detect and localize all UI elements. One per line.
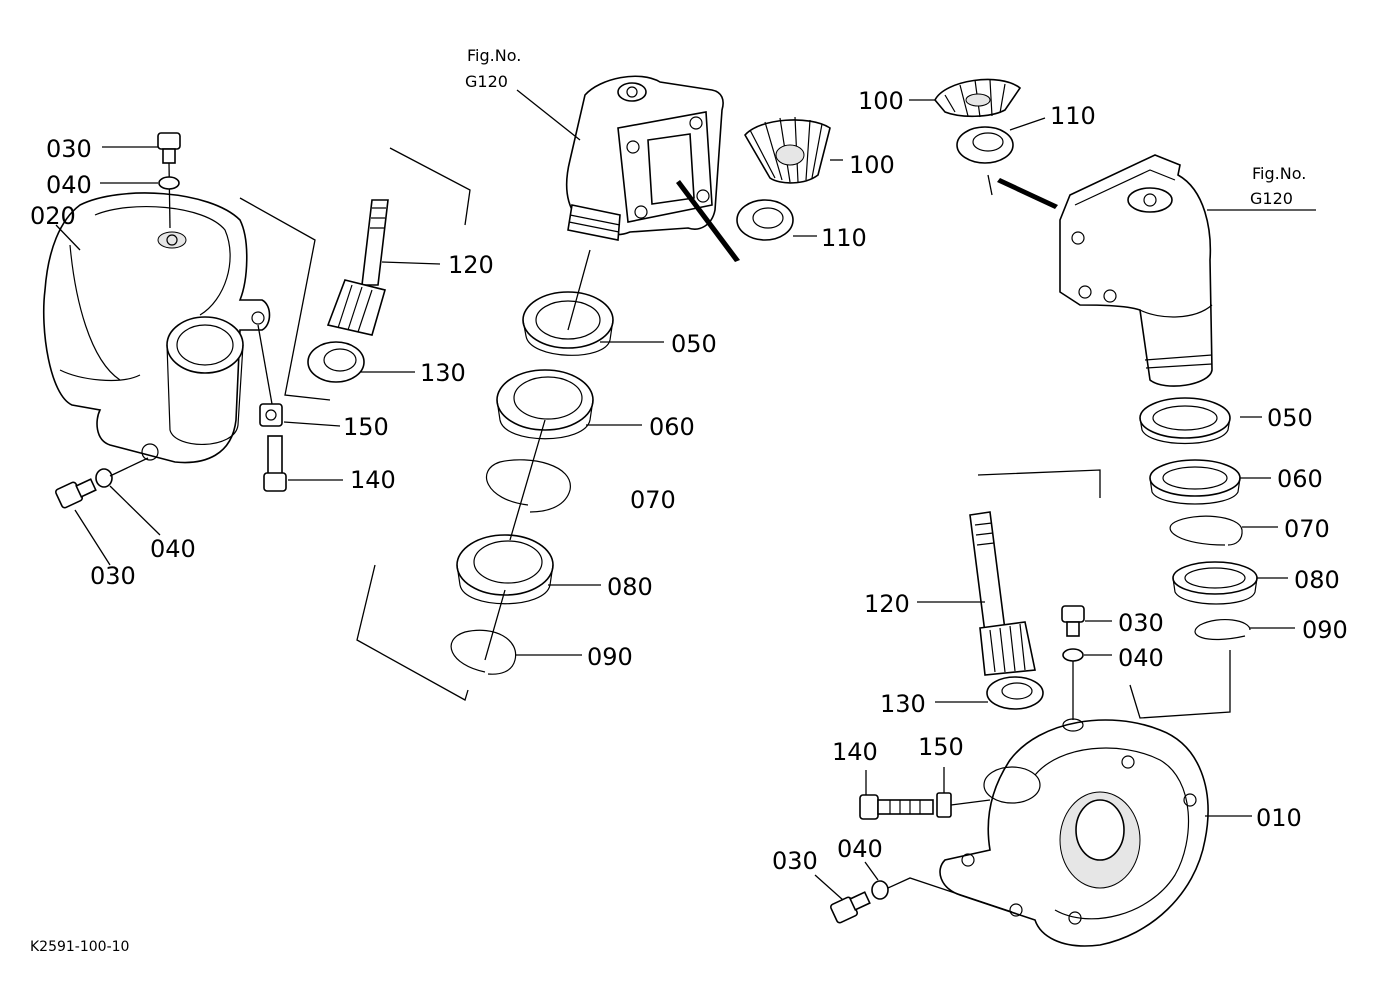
callout-050: 050 bbox=[671, 330, 717, 358]
gear-case-020 bbox=[42, 192, 271, 464]
callout-030: 030 bbox=[90, 562, 136, 590]
oil-seal-050-middle bbox=[522, 291, 614, 356]
callout-120: 120 bbox=[864, 590, 910, 618]
callout-150: 150 bbox=[343, 413, 389, 441]
fig-ref-1-line1: Fig.No. bbox=[467, 46, 521, 65]
callout-080: 080 bbox=[1294, 566, 1340, 594]
oil-seal-050-right bbox=[1139, 397, 1231, 444]
bolt-140-right bbox=[859, 794, 934, 820]
callout-080: 080 bbox=[607, 573, 653, 601]
nut-150-right bbox=[936, 792, 952, 818]
bolt-030-right-top bbox=[1061, 605, 1085, 637]
nut-150 bbox=[259, 403, 283, 427]
washer-040-right-top bbox=[1062, 648, 1084, 662]
callout-130: 130 bbox=[880, 690, 926, 718]
callout-060: 060 bbox=[649, 413, 695, 441]
callout-070: 070 bbox=[630, 486, 676, 514]
snap-ring-090-middle bbox=[450, 629, 517, 675]
snap-ring-070-middle bbox=[485, 459, 571, 513]
right-bevel-gears bbox=[909, 78, 1058, 209]
callout-140: 140 bbox=[350, 466, 396, 494]
callout-020: 020 bbox=[30, 202, 76, 230]
callout-070: 070 bbox=[1284, 515, 1330, 543]
callout-140: 140 bbox=[832, 738, 878, 766]
callout-150: 150 bbox=[918, 733, 964, 761]
figure-code: K2591-100-10 bbox=[30, 939, 129, 955]
callout-060: 060 bbox=[1277, 465, 1323, 493]
arrow-to-gears bbox=[676, 180, 740, 262]
pinion-shaft-120-right bbox=[969, 511, 1036, 676]
callout-110: 110 bbox=[821, 224, 867, 252]
bevel-case-right bbox=[1059, 154, 1213, 387]
bearing-080-right bbox=[1172, 561, 1258, 605]
fig-ref-1-line2: G120 bbox=[465, 72, 508, 91]
callout-030: 030 bbox=[46, 135, 92, 163]
bearing-110-middle bbox=[736, 199, 794, 241]
callout-040: 040 bbox=[1118, 644, 1164, 672]
bearing-080-middle bbox=[456, 534, 554, 605]
snap-ring-090-right bbox=[1194, 618, 1251, 641]
callout-040: 040 bbox=[150, 535, 196, 563]
callout-040: 040 bbox=[837, 835, 883, 863]
right-gear-case-assembly bbox=[814, 154, 1316, 947]
fig-ref-2-line2: G120 bbox=[1250, 189, 1293, 208]
bearing-110-right bbox=[956, 126, 1014, 164]
callout-010: 010 bbox=[1256, 804, 1302, 832]
bolt-140 bbox=[263, 435, 287, 492]
callout-110: 110 bbox=[1050, 102, 1096, 130]
bolt-030-top bbox=[157, 132, 181, 229]
bearing-060-middle bbox=[496, 369, 594, 440]
callout-100: 100 bbox=[849, 151, 895, 179]
bolt-030-right-bottom bbox=[829, 891, 871, 924]
washer-040-top bbox=[158, 176, 180, 190]
bearing-130-right bbox=[986, 676, 1044, 710]
bevel-case-middle bbox=[565, 75, 724, 241]
bearing-060-right bbox=[1149, 459, 1241, 505]
callout-030: 030 bbox=[772, 847, 818, 875]
callout-040: 040 bbox=[46, 171, 92, 199]
callout-090: 090 bbox=[587, 643, 633, 671]
callout-100: 100 bbox=[858, 87, 904, 115]
callout-090: 090 bbox=[1302, 616, 1348, 644]
bearing-130-left bbox=[307, 341, 365, 383]
bevel-gear-100-middle bbox=[744, 116, 831, 184]
left-gear-case-assembly bbox=[42, 132, 471, 566]
snap-ring-070-right bbox=[1169, 515, 1243, 546]
washer-040-right-bottom bbox=[871, 880, 889, 900]
bolt-030-bottom bbox=[54, 478, 97, 509]
callout-050: 050 bbox=[1267, 404, 1313, 432]
fig-ref-2-line1: Fig.No. bbox=[1252, 164, 1306, 183]
gear-case-010 bbox=[939, 718, 1209, 947]
pinion-shaft-120 bbox=[326, 199, 389, 336]
middle-bevel-gear-assembly bbox=[356, 75, 843, 701]
callout-030: 030 bbox=[1118, 609, 1164, 637]
washer-040-bottom bbox=[95, 468, 113, 488]
callout-120: 120 bbox=[448, 251, 494, 279]
callout-130: 130 bbox=[420, 359, 466, 387]
bevel-gear-100-right bbox=[934, 78, 1022, 118]
